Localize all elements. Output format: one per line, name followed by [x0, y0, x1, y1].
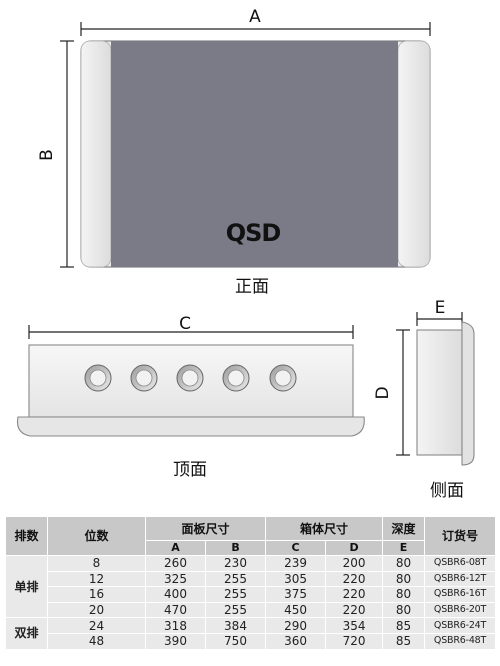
cell-a: 470 [145, 601, 206, 619]
cell-c: 290 [265, 617, 327, 634]
cell-b: 255 [204, 601, 267, 619]
cell-positions: 48 [47, 632, 146, 650]
header-positions: 位数 [47, 516, 146, 556]
group-double-row: 双排 [5, 617, 48, 650]
cell-d: 354 [325, 617, 384, 634]
header-box-size: 箱体尺寸 [265, 516, 384, 541]
dimension-b: B [37, 40, 74, 268]
dimension-a: A [80, 7, 431, 36]
group-single-row: 单排 [5, 554, 48, 619]
cell-order-code: QSBR6-12T [424, 570, 497, 588]
cell-b: 750 [204, 632, 267, 650]
table-row: 20 470 255 450 220 80 QSBR6-20T [6, 601, 497, 619]
header-a: A [145, 540, 206, 556]
table-row: 16 400 255 375 220 80 QSBR6-16T [6, 586, 497, 603]
cell-d: 220 [325, 586, 384, 603]
cell-e: 80 [382, 601, 426, 619]
dimension-c: C [28, 314, 354, 339]
cell-a: 325 [145, 570, 206, 588]
label-a: A [249, 7, 261, 27]
cell-order-code: QSBR6-16T [424, 586, 497, 603]
table-row: 单排 8 260 230 239 200 80 QSBR6-08T [5, 554, 497, 619]
header-b: B [204, 540, 267, 556]
cell-order-code: QSBR6-08T [424, 555, 497, 572]
cell-d: 200 [325, 555, 384, 572]
breaker-knob-5 [269, 364, 297, 392]
cell-positions: 24 [47, 617, 146, 634]
cell-e: 85 [382, 632, 426, 650]
cell-e: 80 [382, 586, 426, 603]
cell-positions: 12 [47, 570, 146, 588]
cell-a: 390 [145, 632, 206, 650]
qsd-logo: QSD [226, 219, 281, 247]
header-rows: 排数 [5, 516, 48, 556]
header-e: E [382, 540, 426, 556]
dimension-e: E [416, 298, 463, 326]
spec-table: 排数 位数 面板尺寸 箱体尺寸 深度 订货号 A B C D E 单排 8 26… [5, 516, 497, 650]
cell-b: 255 [204, 570, 267, 588]
side-caption: 侧面 [430, 481, 464, 501]
front-panel-window [111, 41, 398, 267]
label-b: B [37, 149, 57, 161]
cell-positions: 8 [47, 555, 146, 572]
breaker-knob-1 [84, 364, 112, 392]
label-e: E [435, 298, 446, 318]
breaker-knob-3 [176, 364, 204, 392]
table-row: 12 325 255 305 220 80 QSBR6-12T [6, 570, 497, 588]
label-d: D [373, 386, 393, 399]
side-view [416, 321, 475, 466]
cell-a: 260 [145, 555, 206, 572]
header-panel-size: 面板尺寸 [144, 516, 267, 541]
cell-order-code: QSBR6-20T [424, 601, 497, 619]
front-view: QSD [80, 40, 431, 268]
cell-a: 400 [145, 586, 206, 603]
cell-c: 375 [265, 586, 327, 603]
table-row: 双排 24 318 384 290 354 85 QSBR6-24T [5, 617, 497, 650]
cell-b: 230 [204, 555, 267, 572]
cell-order-code: QSBR6-48T [424, 632, 497, 650]
cell-e: 80 [382, 570, 426, 588]
dimension-drawing: QSD A B 正面 C [16, 7, 475, 501]
cell-order-code: QSBR6-24T [424, 617, 497, 634]
header-c: C [265, 540, 327, 556]
cell-d: 220 [325, 601, 384, 619]
cell-c: 450 [265, 601, 327, 619]
header-d: D [325, 540, 384, 556]
cell-c: 360 [265, 632, 327, 650]
cell-b: 384 [204, 617, 267, 634]
top-caption: 顶面 [173, 460, 207, 480]
front-caption: 正面 [235, 277, 269, 297]
cell-c: 305 [265, 570, 327, 588]
header-order-number: 订货号 [424, 516, 497, 556]
cell-positions: 20 [47, 601, 146, 619]
cell-c: 239 [265, 555, 327, 572]
dimension-d: D [373, 329, 410, 456]
cell-a: 318 [145, 617, 206, 634]
cell-d: 220 [325, 570, 384, 588]
cell-e: 85 [382, 617, 426, 634]
cell-e: 80 [382, 555, 426, 572]
top-view [16, 344, 365, 437]
header-depth: 深度 [382, 516, 426, 541]
cell-b: 255 [204, 586, 267, 603]
table-row: 48 390 750 360 720 85 QSBR6-48T [6, 632, 497, 650]
breaker-knob-2 [130, 364, 158, 392]
label-c: C [179, 314, 191, 334]
cell-positions: 16 [47, 586, 146, 603]
cell-d: 720 [325, 632, 384, 650]
breaker-knob-4 [222, 364, 250, 392]
